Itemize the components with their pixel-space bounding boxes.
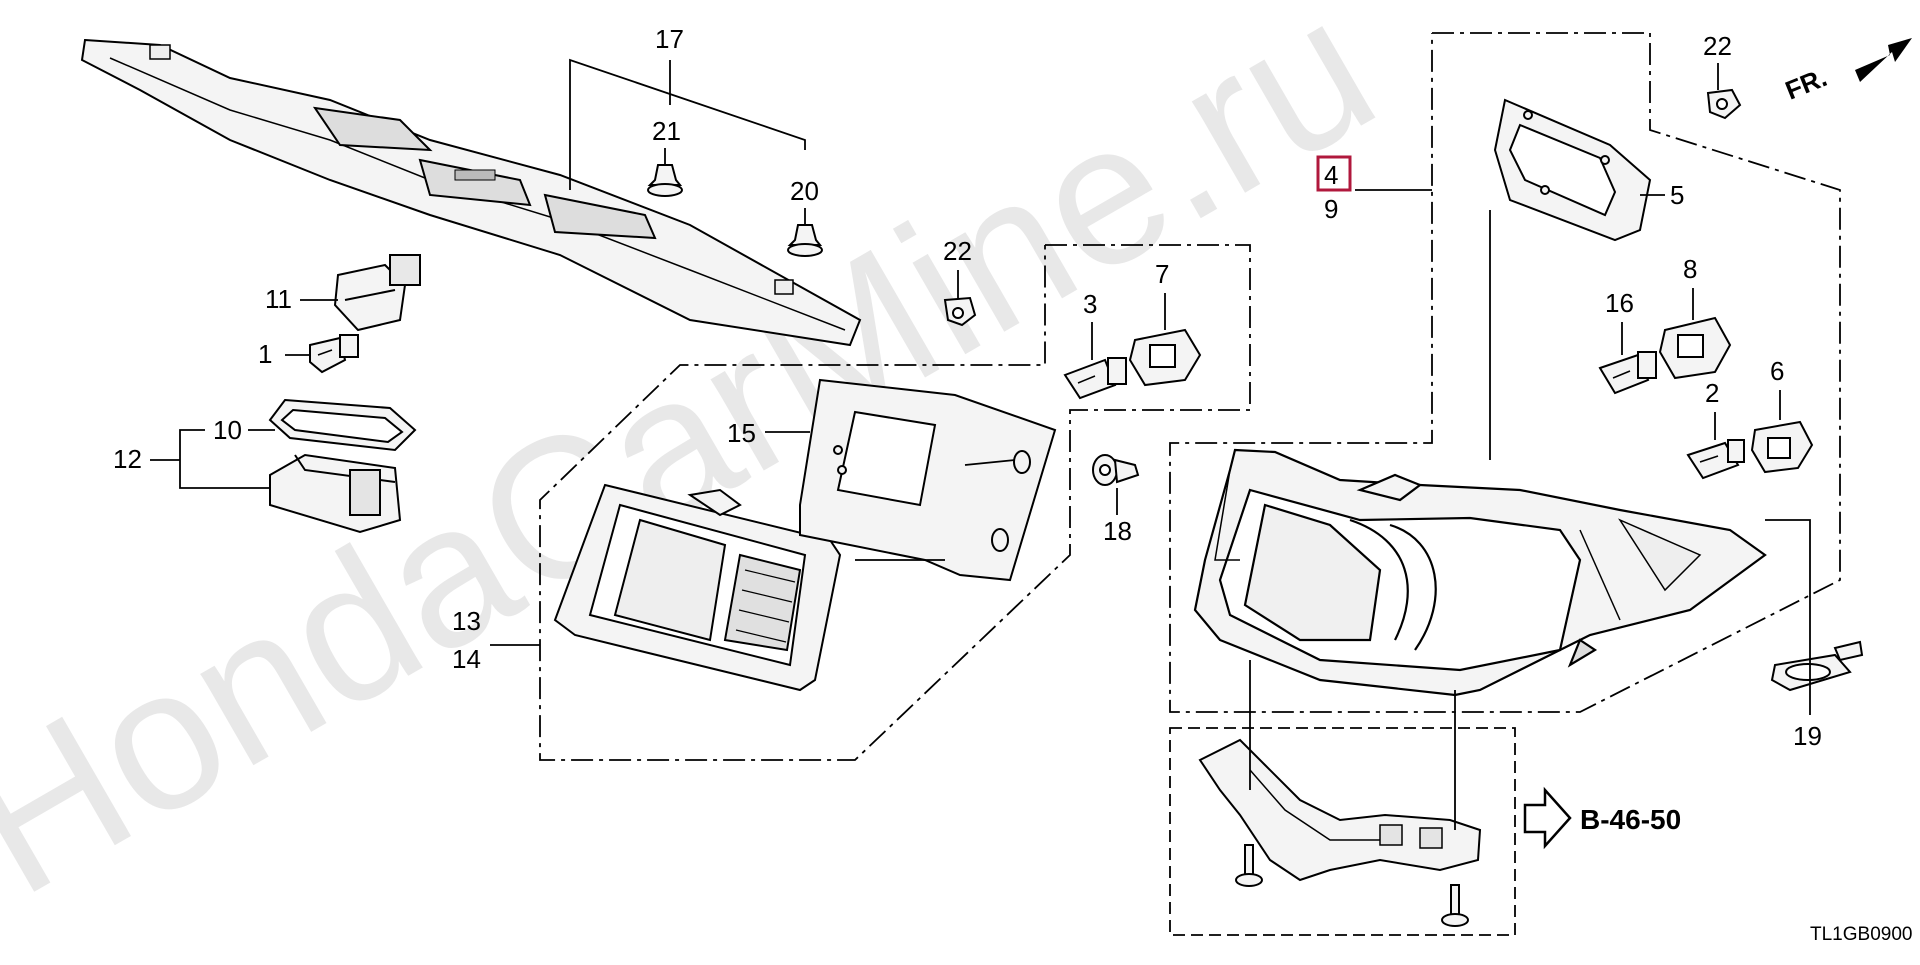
plate-15-icon xyxy=(799,378,1057,582)
reference-arrow-icon xyxy=(1523,786,1572,850)
diagram-code: TL1GB0900 xyxy=(1810,924,1912,945)
label-10: 10 xyxy=(213,415,242,445)
front-arrow-icon xyxy=(1855,38,1912,82)
grommet-22-right-icon xyxy=(1706,88,1742,120)
bulb-1-icon xyxy=(309,334,359,374)
gasket-5-icon xyxy=(1493,98,1652,242)
outer-lamp-group-border xyxy=(1169,32,1841,713)
screw-icon-b xyxy=(1441,884,1469,927)
label-12: 12 xyxy=(113,444,142,474)
mount-bracket-icon xyxy=(1198,738,1482,882)
socket-6-icon xyxy=(1750,420,1814,474)
watermark: HondaCarMine.ru xyxy=(0,0,1409,937)
label-21: 21 xyxy=(652,116,681,146)
label-14: 14 xyxy=(452,644,481,674)
label-1: 1 xyxy=(258,339,272,369)
grommet-22-icon xyxy=(943,296,977,327)
label-5: 5 xyxy=(1670,180,1684,210)
clip-20-icon xyxy=(787,224,823,257)
leader-15 xyxy=(765,431,1016,561)
label-6: 6 xyxy=(1770,356,1784,386)
label-4: 4 xyxy=(1324,160,1338,190)
inner-lamp-13-icon xyxy=(553,483,842,692)
bulb-3-icon xyxy=(1063,357,1127,400)
label-8: 8 xyxy=(1683,254,1697,284)
grommet-19-icon xyxy=(1770,640,1864,692)
taillight-4-icon xyxy=(1193,448,1767,697)
svg-text:HondaCarMine.ru: HondaCarMine.ru xyxy=(0,0,1409,937)
label-17: 17 xyxy=(655,24,684,54)
label-7: 7 xyxy=(1155,259,1169,289)
inner-lamp-group-border xyxy=(539,244,1251,761)
label-16: 16 xyxy=(1605,288,1634,318)
license-light-12-icon xyxy=(269,453,402,534)
label-3: 3 xyxy=(1083,289,1097,319)
leader-17 xyxy=(569,58,806,225)
screw-icon-a xyxy=(1235,844,1263,887)
label-15: 15 xyxy=(727,418,756,448)
label-9: 9 xyxy=(1324,194,1338,224)
label-13: 13 xyxy=(452,606,481,636)
socket-7-icon xyxy=(1128,328,1202,387)
license-garnish xyxy=(80,38,862,347)
label-22-right: 22 xyxy=(1703,31,1732,61)
label-2: 2 xyxy=(1705,378,1719,408)
leader-10-12 xyxy=(150,429,275,489)
socket-11-icon xyxy=(333,254,421,332)
svg-text:FR.: FR. xyxy=(1781,62,1831,106)
label-18: 18 xyxy=(1103,516,1132,546)
front-direction-indicator: FR. xyxy=(1781,38,1912,106)
leader-19 xyxy=(1765,519,1811,715)
label-19: 19 xyxy=(1793,721,1822,751)
label-11: 11 xyxy=(265,284,292,314)
reference-label: B-46-50 xyxy=(1580,804,1681,835)
socket-8-icon xyxy=(1658,316,1732,380)
bulb-2-icon xyxy=(1686,439,1745,480)
bulb-16-icon xyxy=(1598,351,1657,395)
mount-border xyxy=(1169,727,1516,936)
clip-18-icon xyxy=(1092,454,1140,486)
gasket-10-icon xyxy=(268,398,417,452)
clip-21-icon xyxy=(647,164,683,197)
highlight-box xyxy=(1316,155,1352,192)
label-22-left: 22 xyxy=(943,236,972,266)
label-20: 20 xyxy=(790,176,819,206)
